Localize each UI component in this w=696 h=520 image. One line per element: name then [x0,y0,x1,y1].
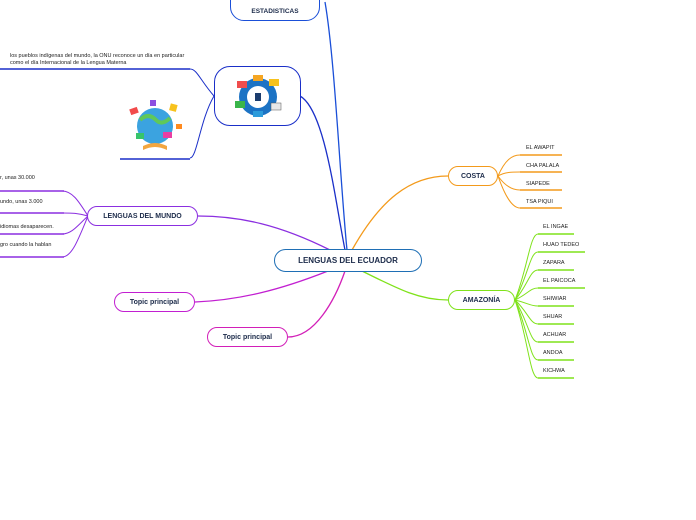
amazonia-item[interactable]: KICHWA [543,368,565,374]
mundo-note: r, unas 30.000 [0,175,35,181]
amazonia-item[interactable]: ZAPARA [543,260,565,266]
amazonia-connector [514,299,539,307]
connector-estadisticas [324,1,348,251]
note-lengua-materna: los pueblos indígenas del mundo, la ONU … [10,53,185,66]
costa-item[interactable]: EL AWAPIT [526,145,555,151]
amazonia-item[interactable]: EL PAICOCA [543,278,576,284]
languages-flags-image [234,75,281,117]
amazonia-item[interactable]: HUAO TEDEO [543,242,580,248]
mundo-note: gro cuando la hablan [0,242,52,248]
topic-lenguas-del-mundo[interactable]: LENGUAS DEL MUNDO [87,206,198,226]
topic-image-languages[interactable] [214,66,301,126]
amazonia-item[interactable]: ANDOA [543,350,563,356]
amazonia-connector [514,233,539,301]
costa-item[interactable]: SIAPEDE [526,181,550,187]
topic-amazonia[interactable]: AMAZONÍA [448,290,515,310]
topic-costa[interactable]: COSTA [448,166,498,186]
topic-lenguas-del-mundo-label: LENGUAS DEL MUNDO [103,212,182,220]
amazonia-connector [514,251,539,301]
amazonia-connector [514,299,539,325]
connector-mundo [197,215,331,251]
amazonia-connector [514,299,539,343]
amazonia-item[interactable]: SHUAR [543,314,563,320]
topic-principal-1-label: Topic principal [129,298,180,306]
connector-amazonia [361,270,449,301]
connector-topic1 [194,270,329,303]
amazonia-item[interactable]: SHIWIAR [543,296,567,302]
topic-principal-2[interactable]: Topic principal [207,327,288,347]
topic-estadisticas[interactable]: ESTADISTICAS [230,0,320,21]
topic-principal-2-label: Topic principal [222,333,273,341]
amazonia-connector [514,269,539,301]
topic-amazonia-label: AMAZONÍA [462,296,501,304]
mundo-note: undo, unas 3.000 [0,199,43,205]
amazonia-connector [514,299,539,361]
connector-image-topic [299,95,346,251]
globe-languages-image [129,100,182,150]
central-topic-label: LENGUAS DEL ECUADOR [298,256,398,265]
amazonia-item[interactable]: ACHUAR [543,332,567,338]
amazonia-connector [514,299,539,379]
topic-costa-label: COSTA [461,172,485,180]
topic-estadisticas-label: ESTADISTICAS [251,8,299,15]
costa-item[interactable]: CHA PALALA [526,163,560,169]
mundo-note: idiomas desaparecen. [0,224,54,230]
connector-topic2 [287,270,346,338]
central-topic[interactable]: LENGUAS DEL ECUADOR [274,249,422,272]
costa-item[interactable]: TSA PIQUI [526,199,553,205]
amazonia-connector [514,287,539,301]
amazonia-item[interactable]: EL INGAE [543,224,569,230]
connector-costa [351,175,449,251]
topic-principal-1[interactable]: Topic principal [114,292,195,312]
